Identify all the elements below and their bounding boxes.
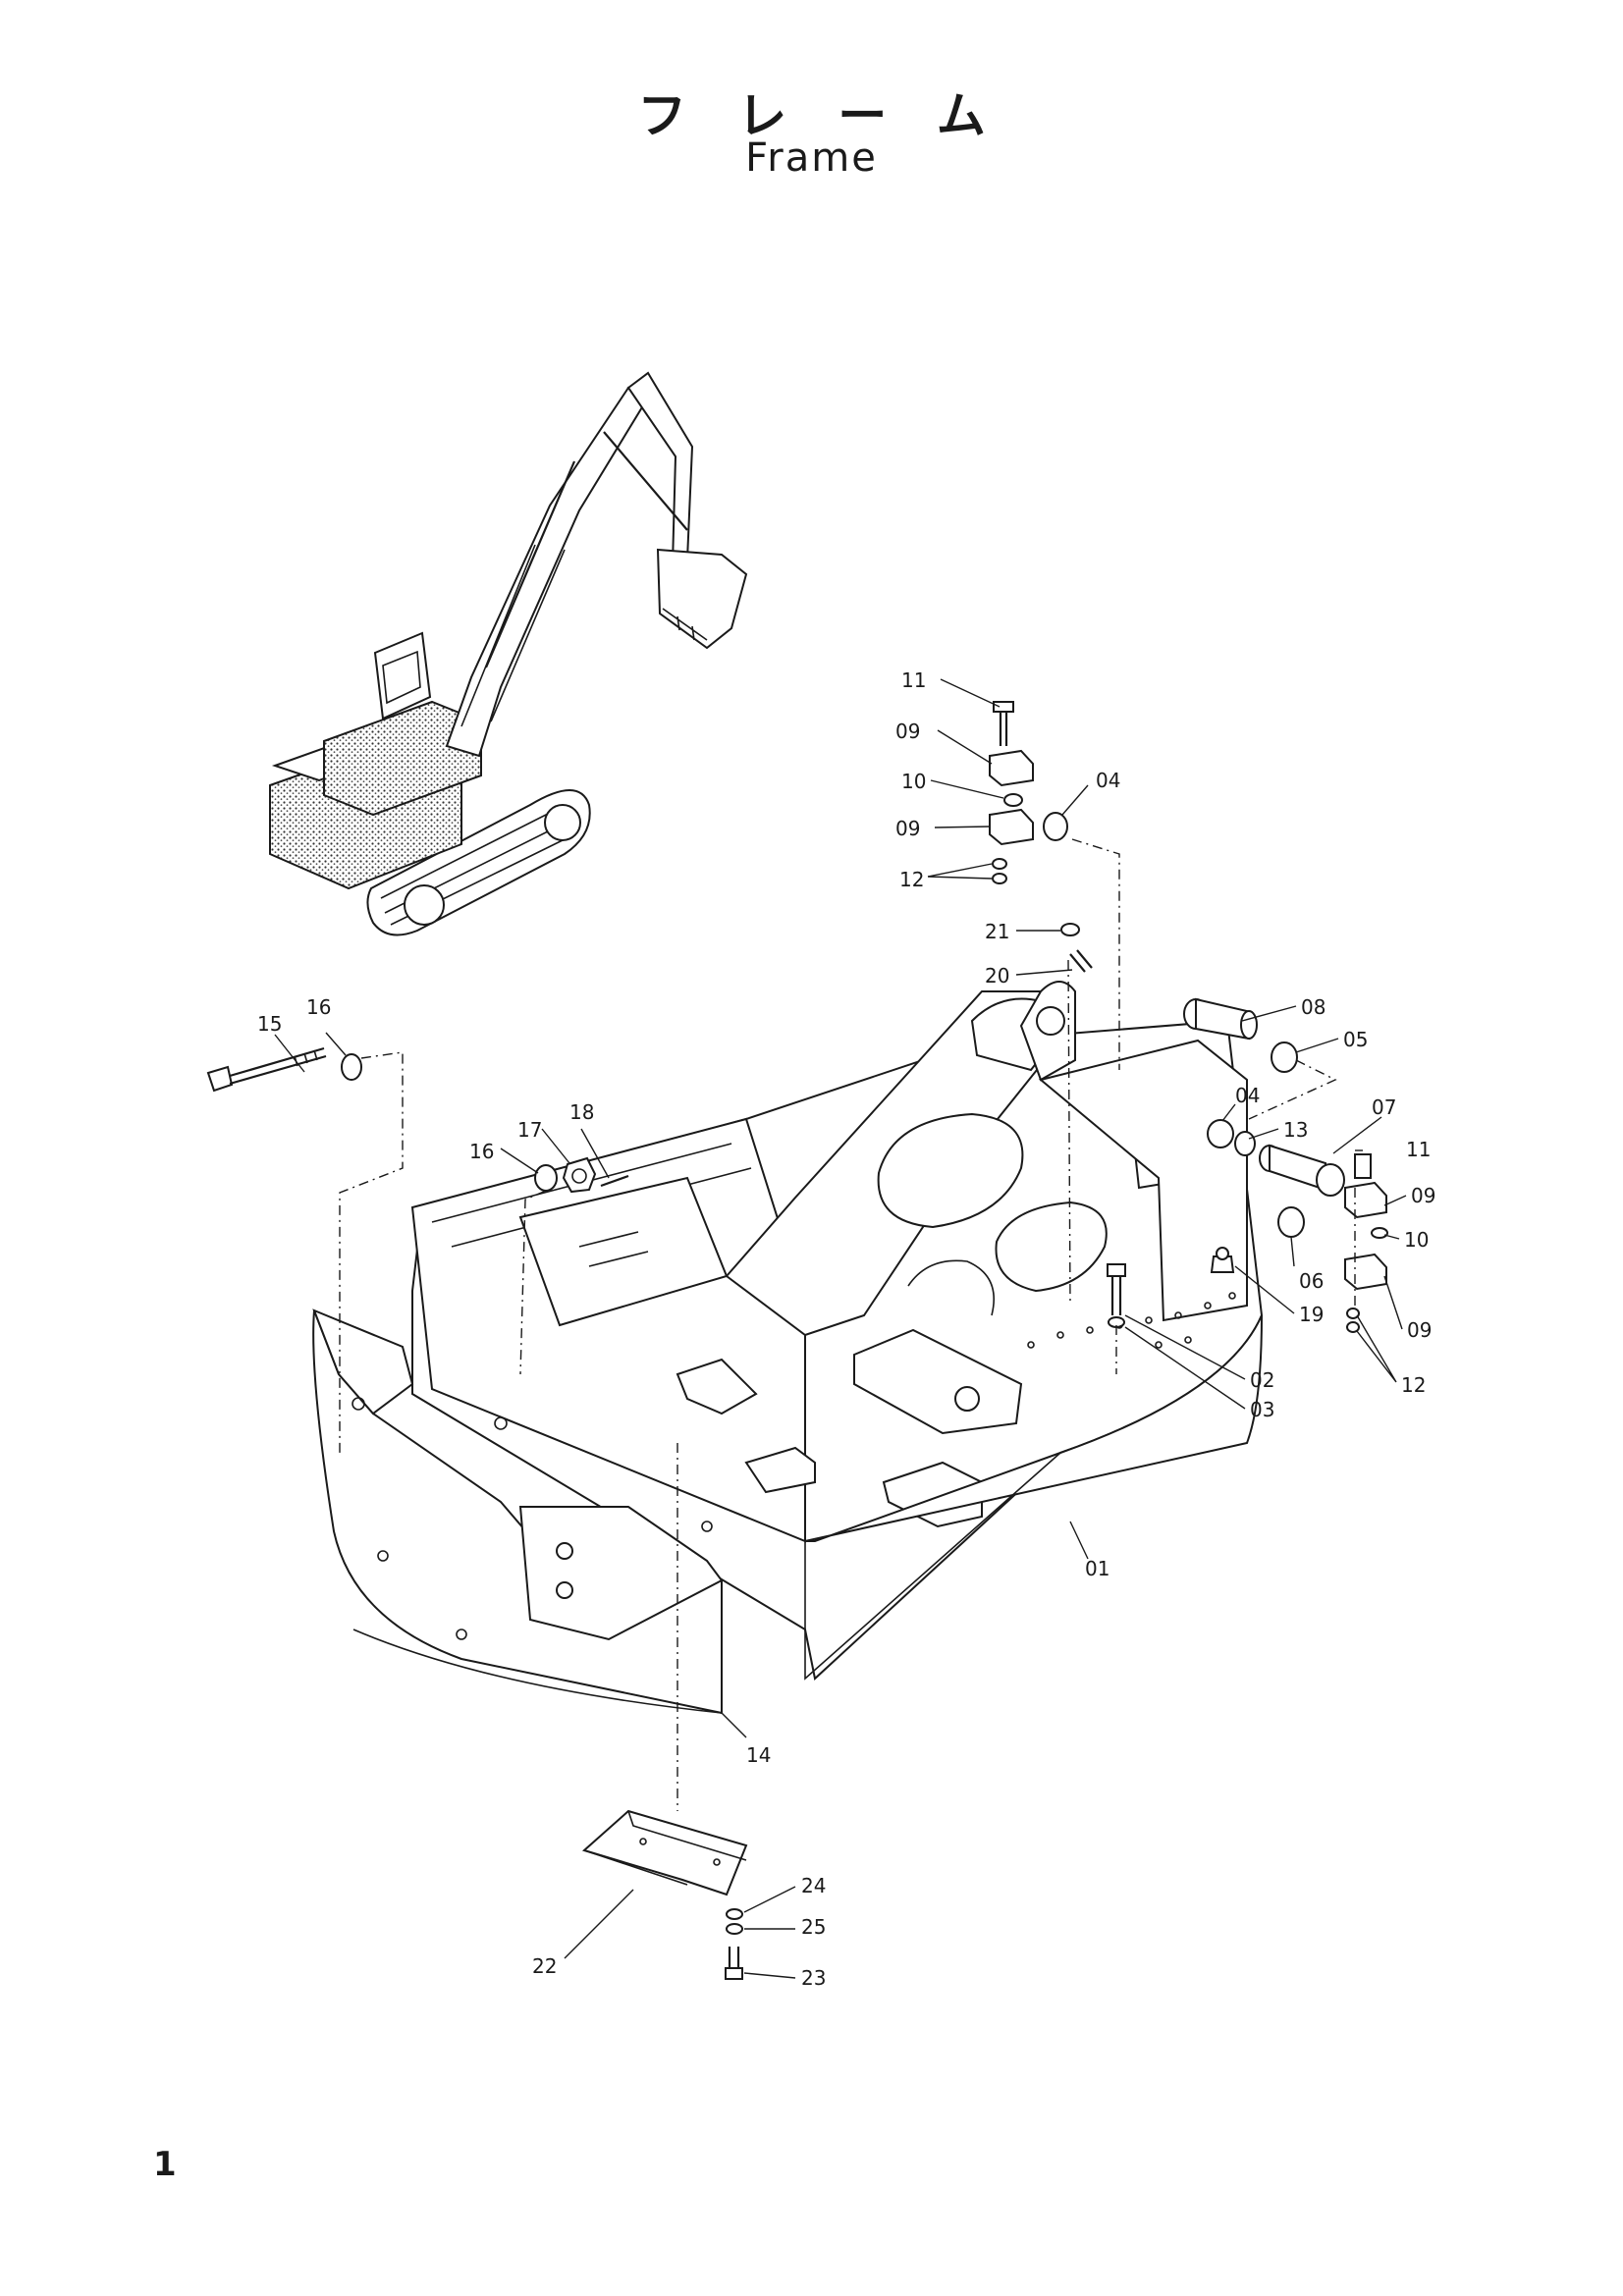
callout-20: 20	[985, 964, 1009, 988]
bracket-stack-right	[1344, 1153, 1388, 1333]
callout-09-right-a: 09	[1411, 1184, 1435, 1207]
page-number: 1	[153, 2145, 177, 2184]
callout-22: 22	[532, 1954, 557, 1978]
callout-06: 06	[1299, 1269, 1324, 1293]
callout-23: 23	[801, 1966, 826, 1990]
callout-25: 25	[801, 1915, 826, 1939]
assembly-dash-lines	[339, 838, 1356, 1811]
washer-part-16a	[341, 1053, 362, 1081]
callout-09-top-a: 09	[895, 720, 920, 743]
callout-16-left: 16	[306, 995, 331, 1019]
callout-12-right: 12	[1401, 1373, 1426, 1397]
callout-03: 03	[1250, 1398, 1274, 1421]
callout-09-top-b: 09	[895, 817, 920, 840]
callout-10-top: 10	[901, 770, 926, 793]
page-title-english: Frame	[745, 135, 878, 181]
callout-24: 24	[801, 1874, 826, 1897]
callout-11-right: 11	[1406, 1138, 1431, 1161]
callout-labels: 11 09 10 09 12 04 21 20 08 05 04 07 11 0…	[257, 668, 1435, 1990]
callout-05: 05	[1343, 1028, 1368, 1051]
callout-21: 21	[985, 920, 1009, 943]
washer-part-21	[1060, 923, 1080, 936]
bolt-part-23	[725, 1947, 743, 1980]
callout-01: 01	[1085, 1557, 1109, 1580]
callout-15: 15	[257, 1012, 282, 1036]
callout-11-top: 11	[901, 668, 926, 692]
pin-part-08	[1183, 997, 1258, 1041]
pin-part-20	[1069, 949, 1093, 973]
callout-02: 02	[1250, 1368, 1274, 1392]
bracket-stack-top	[989, 701, 1034, 884]
bolt-part-15	[206, 1046, 327, 1093]
callout-04-top: 04	[1096, 769, 1120, 792]
bolt-part-02	[1107, 1263, 1126, 1315]
callout-09-right-b: 09	[1407, 1318, 1432, 1342]
main-frame-part-01	[410, 981, 1264, 1681]
washer-part-24	[726, 1908, 743, 1920]
counterweight-part-14	[312, 1308, 724, 1715]
callout-18: 18	[569, 1100, 594, 1124]
bushing-part-04-right	[1207, 1119, 1234, 1148]
washer-part-25	[726, 1923, 743, 1935]
pin-part-18	[600, 1174, 629, 1188]
bushing-part-06	[1277, 1206, 1305, 1238]
excavator-overview-illustration	[269, 371, 748, 936]
pin-part-07	[1259, 1144, 1345, 1197]
grease-fitting-part-19	[1210, 1247, 1235, 1273]
cover-plate-part-22	[581, 1809, 748, 1896]
callout-13: 13	[1283, 1118, 1308, 1142]
callout-leader-lines	[274, 678, 1407, 1979]
bushing-part-04-top	[1043, 812, 1068, 841]
callout-17: 17	[517, 1118, 542, 1142]
nut-part-17	[562, 1156, 597, 1194]
bushing-part-05	[1271, 1041, 1298, 1073]
callout-14: 14	[746, 1743, 771, 1767]
washer-part-13	[1234, 1131, 1256, 1156]
callout-10-right: 10	[1404, 1228, 1429, 1252]
callout-08: 08	[1301, 995, 1325, 1019]
washer-part-16b	[534, 1164, 558, 1192]
callout-12-top: 12	[899, 868, 924, 891]
page-title-japanese: フレーム	[637, 87, 1037, 144]
callout-19: 19	[1299, 1303, 1324, 1326]
callout-04-right: 04	[1235, 1084, 1260, 1107]
callout-16-mid: 16	[469, 1140, 494, 1163]
callout-07: 07	[1372, 1095, 1396, 1119]
